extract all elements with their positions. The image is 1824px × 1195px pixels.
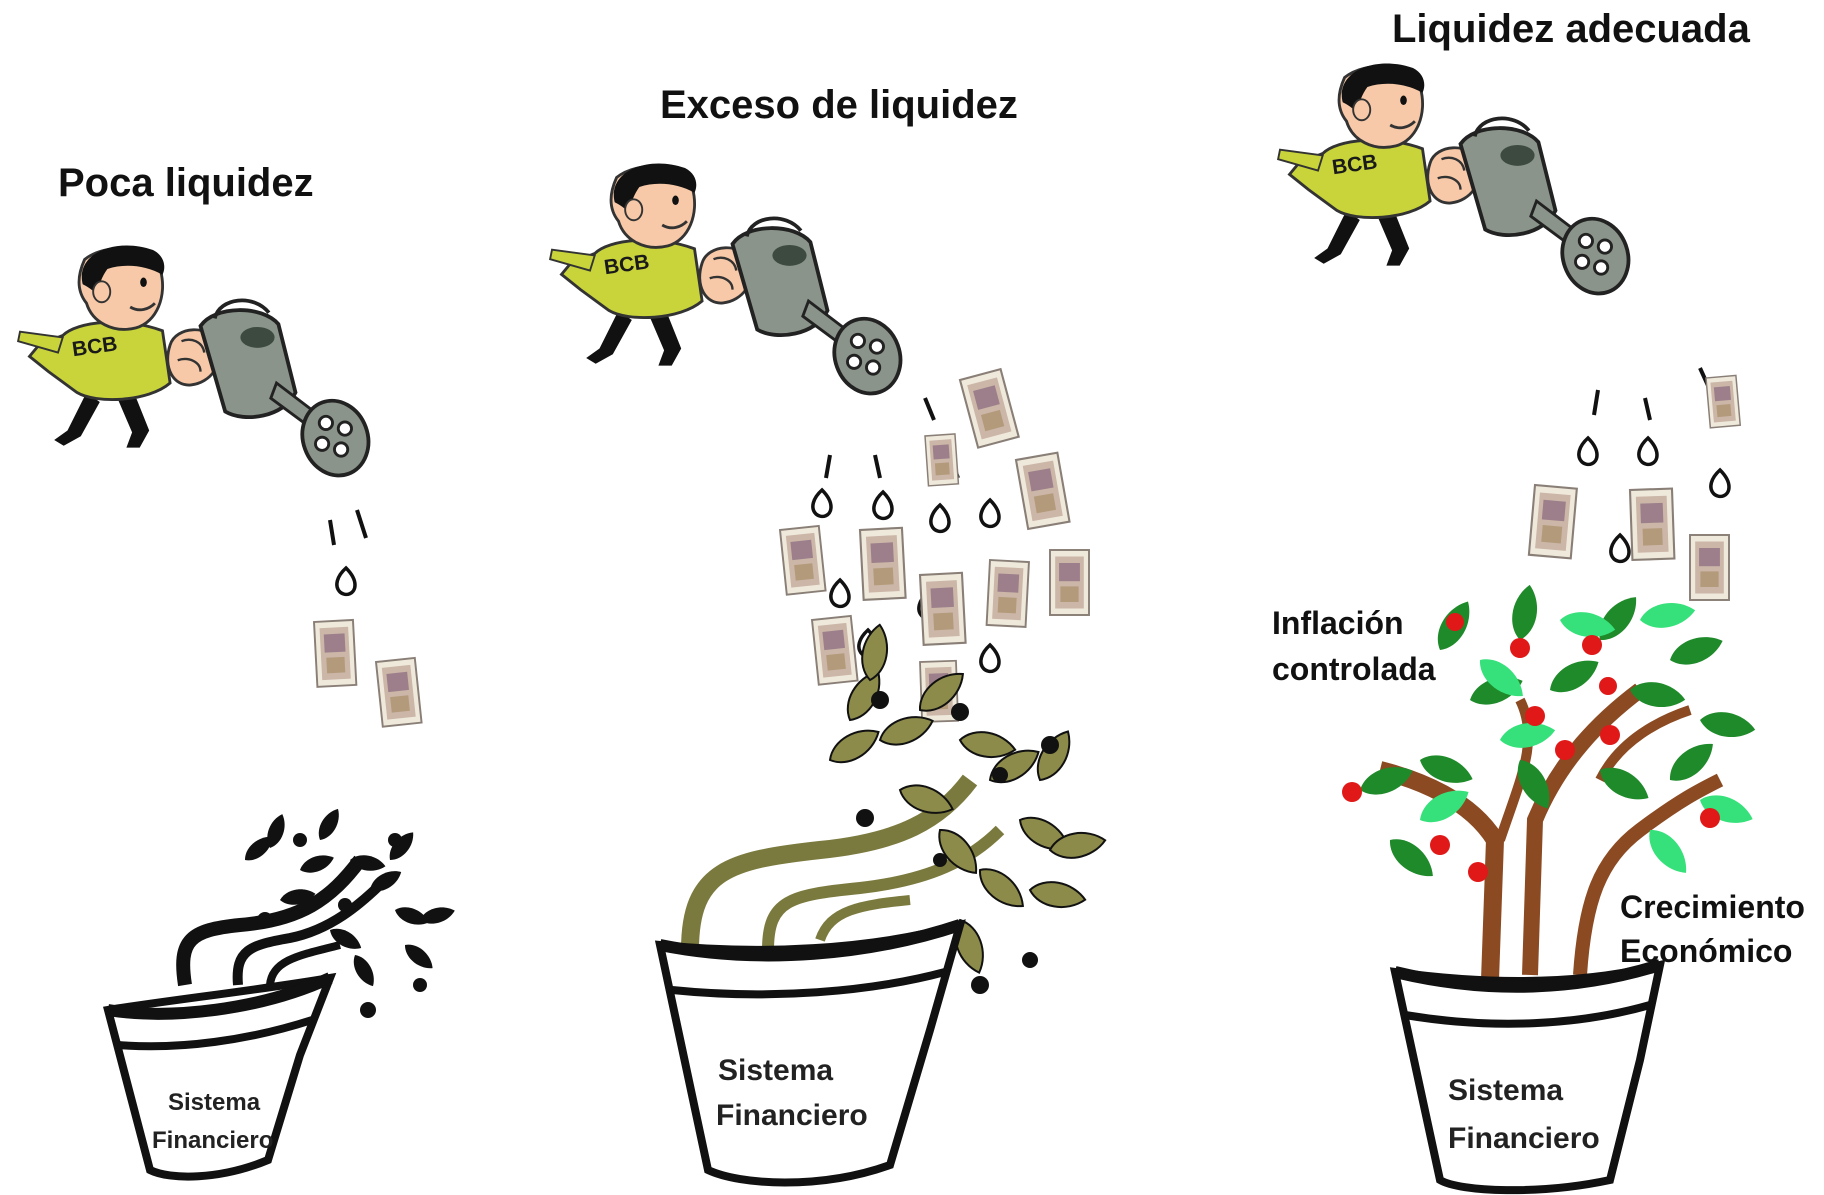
panel-poca-liquidez: Poca liquidez BCB [16, 161, 457, 1181]
person-with-watering-can: BCB [548, 161, 913, 405]
plant-olive [681, 621, 1109, 994]
annotation-crecimiento-line1: Crecimiento [1620, 889, 1805, 925]
banknotes [1527, 374, 1741, 601]
panel-title-exceso: Exceso de liquidez [660, 83, 1018, 127]
pot-sistema-financiero: Sistema Financiero [654, 919, 966, 1187]
panel-liquidez-adecuada: Liquidez adecuada BCB [1272, 7, 1805, 1195]
pot-label-line2: Financiero [152, 1127, 273, 1154]
panel-title-poca: Poca liquidez [58, 161, 314, 205]
pot-label-line1: Sistema [1448, 1074, 1563, 1107]
pot-sistema-financiero: Sistema Financiero [103, 972, 337, 1181]
pot-label-line2: Financiero [1448, 1122, 1600, 1155]
pot-label-line1: Sistema [168, 1089, 261, 1116]
panel-title-adecuada: Liquidez adecuada [1392, 7, 1751, 51]
water-drops [328, 509, 368, 597]
annotation-crecimiento-line2: Económico [1620, 933, 1792, 969]
panel-exceso-de-liquidez: Exceso de liquidez BCB [548, 83, 1109, 1187]
pot-label-line2: Financiero [716, 1099, 868, 1132]
banknotes [313, 618, 423, 728]
plant-dark [176, 805, 457, 1018]
pot-label-line1: Sistema [718, 1054, 833, 1087]
person-with-watering-can: BCB [16, 243, 381, 487]
pot-sistema-financiero: Sistema Financiero [1389, 959, 1666, 1195]
plant-fruit-tree [1342, 582, 1758, 981]
annotation-inflacion-line2: controlada [1272, 651, 1436, 687]
person-with-watering-can: BCB [1276, 61, 1641, 305]
annotation-inflacion-line1: Inflación [1272, 605, 1404, 641]
banknotes [779, 368, 1090, 723]
